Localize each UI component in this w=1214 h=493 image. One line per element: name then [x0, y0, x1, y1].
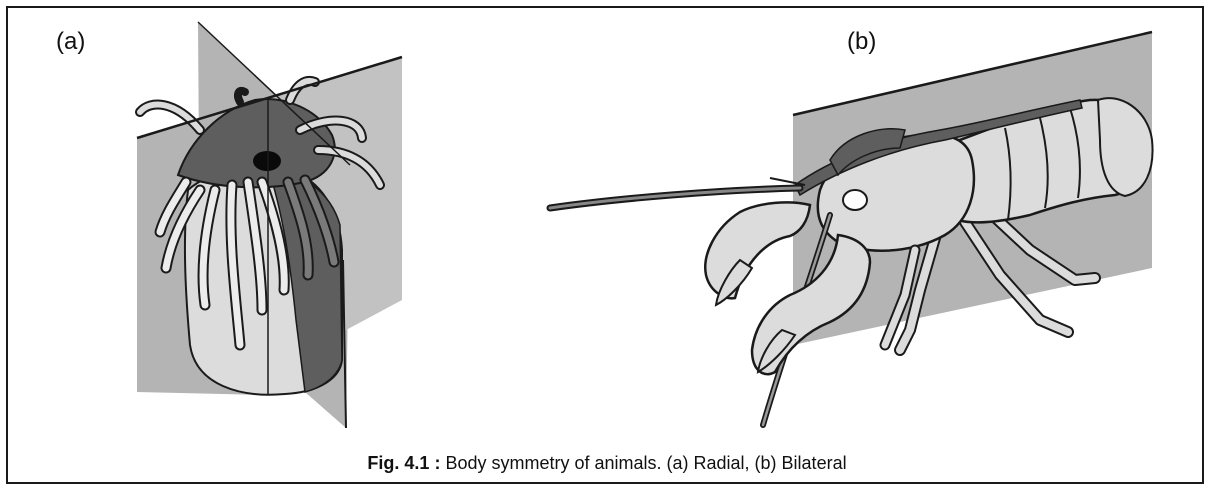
figure-caption: Fig. 4.1 : Body symmetry of animals. (a)…	[0, 453, 1214, 474]
crayfish-eye	[843, 190, 867, 210]
anemone-mouth	[253, 151, 281, 171]
radial-symmetry-illustration	[137, 22, 402, 428]
figure-number: Fig. 4.1 :	[367, 453, 440, 473]
caption-text: Body symmetry of animals. (a) Radial, (b…	[445, 453, 846, 473]
bilateral-symmetry-illustration	[550, 32, 1153, 425]
